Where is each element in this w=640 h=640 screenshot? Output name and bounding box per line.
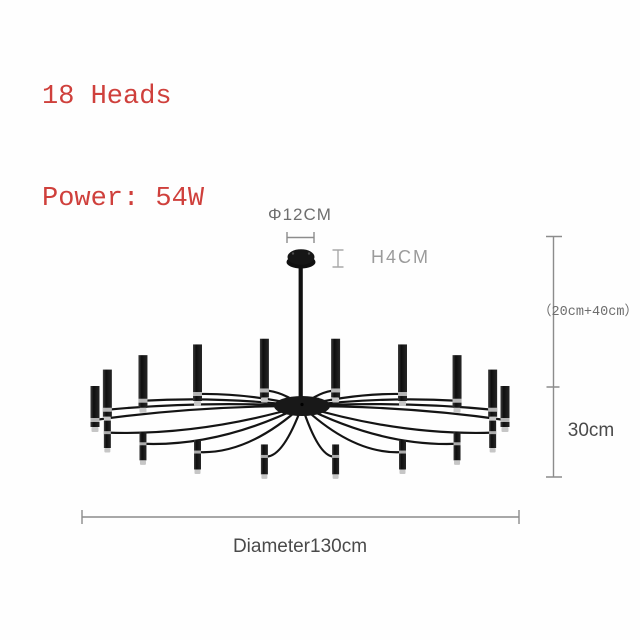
bulb-tip	[91, 427, 99, 432]
lamp-heads-back-group	[90, 338, 510, 432]
bulb-tip	[139, 460, 146, 465]
bulb-tip	[454, 460, 461, 465]
canopy-diameter-label: Φ12CM	[268, 205, 332, 224]
lamp-head	[331, 338, 341, 403]
lamp-arm	[142, 405, 303, 446]
lamp-arm	[301, 405, 403, 454]
lamp-head	[260, 444, 268, 479]
canopy-diameter-bracket	[286, 232, 315, 243]
bulb-tip	[489, 448, 496, 453]
bulb-tip	[399, 469, 406, 475]
canopy-screw	[307, 252, 311, 255]
height-ruler	[546, 235, 562, 478]
lamp-head	[138, 355, 148, 413]
spec-text-block: 18 Heads Power: 54W	[42, 30, 204, 288]
bulb-tip	[489, 416, 497, 422]
lamp-head	[103, 420, 111, 453]
bulb-tip	[501, 427, 509, 432]
lamp-head	[399, 440, 406, 475]
body-height-label: 30cm	[567, 420, 615, 441]
lamp-head	[500, 386, 510, 432]
canopy-height-ibeam	[332, 249, 344, 268]
lamp-arm	[301, 404, 493, 435]
lamp-head	[489, 420, 497, 453]
bulb-tip	[104, 448, 111, 453]
lamp-arm	[301, 405, 458, 446]
bulb-tip	[103, 416, 111, 422]
spec-heads-label: 18 Heads	[42, 82, 172, 112]
lamp-head	[398, 344, 407, 407]
arm-connector	[193, 392, 202, 397]
rod-length-label: （20cm+40cm）	[538, 305, 638, 320]
bulb-tip	[139, 407, 147, 413]
arm-connector	[452, 398, 462, 403]
arm-connector	[259, 388, 269, 393]
hanging-rod	[298, 254, 303, 402]
arm-connector	[488, 407, 498, 412]
lamp-head	[194, 440, 201, 475]
ceiling-canopy	[286, 249, 316, 269]
lamp-heads-front-group	[103, 420, 497, 479]
bulb-tip	[453, 407, 461, 413]
lamp-arm	[197, 405, 303, 454]
canopy-screw	[291, 252, 295, 255]
lamp-head	[259, 338, 269, 403]
lamp-arm	[107, 404, 303, 435]
lamp-head	[139, 431, 147, 465]
diameter-label: Diameter130cm	[232, 536, 368, 557]
lamp-head	[332, 444, 340, 479]
bulb-tip	[194, 401, 201, 407]
spec-power-label: Power: 54W	[42, 184, 205, 214]
lamp-head	[488, 369, 498, 422]
lamp-head	[90, 386, 100, 432]
arm-connector	[500, 418, 510, 422]
diameter-ruler	[81, 510, 520, 524]
bulb-tip	[332, 397, 340, 403]
arm-connector	[398, 392, 407, 397]
arm-connector	[138, 398, 148, 403]
bulb-tip	[260, 397, 268, 403]
arm-connector	[331, 388, 341, 393]
lamp-head	[452, 355, 462, 413]
arm-connector	[90, 418, 100, 422]
lamp-head	[453, 431, 461, 465]
bulb-tip	[332, 474, 339, 479]
bulb-tip	[261, 474, 268, 479]
lamp-head	[102, 369, 112, 422]
canopy-height-label: H4CM	[371, 247, 431, 267]
arm-connector	[102, 407, 112, 412]
lamp-head	[193, 344, 202, 407]
center-hub	[274, 396, 330, 416]
bulb-tip	[399, 401, 406, 407]
bulb-tip	[194, 469, 201, 475]
